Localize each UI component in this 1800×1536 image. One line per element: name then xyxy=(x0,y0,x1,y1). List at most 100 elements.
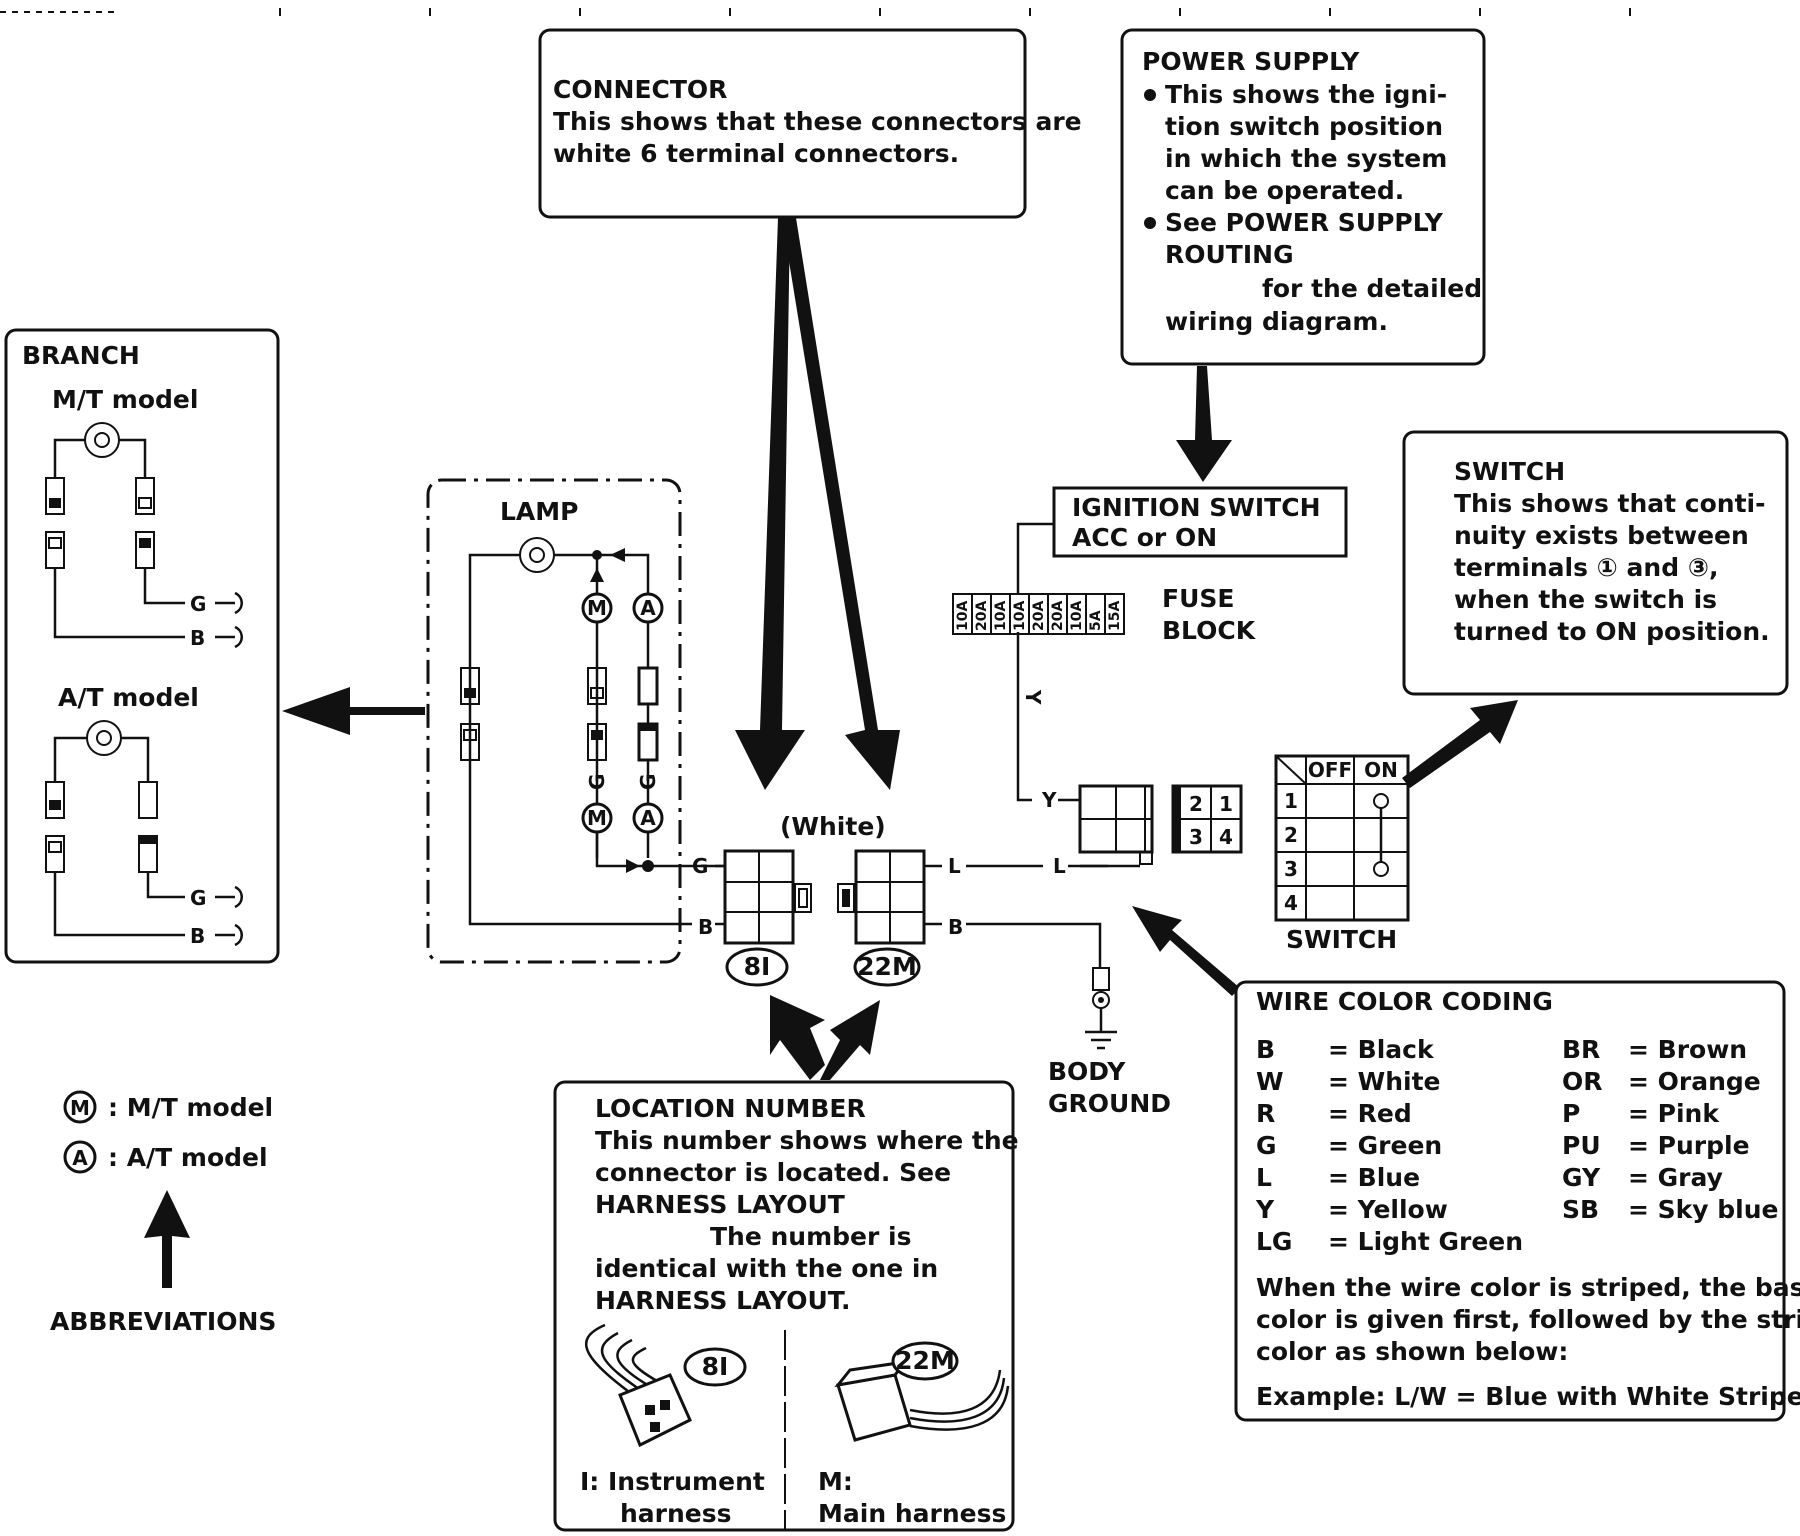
at-model-icon xyxy=(632,592,664,624)
terminal-number: 2 xyxy=(1189,792,1203,816)
branch-box: BRANCH M/T model G B A/T model xyxy=(4,328,280,964)
color-coding-note: color as shown below: xyxy=(1256,1337,1568,1366)
location-id-8i: 8I xyxy=(744,952,771,981)
wire-g-label: G xyxy=(585,774,609,790)
body-ground: BODY GROUND xyxy=(1048,967,1171,1118)
arrow-to-8i xyxy=(735,218,805,790)
fuse-rating: 20A xyxy=(1031,601,1047,631)
switch-callout-line: nuity exists between xyxy=(1454,521,1749,550)
body-ground-line2: GROUND xyxy=(1048,1089,1171,1118)
color-code: LG xyxy=(1256,1227,1292,1256)
abbrev-a-symbol: A xyxy=(72,1146,88,1170)
connector-icon xyxy=(460,667,480,705)
color-code: SB xyxy=(1562,1195,1599,1224)
connector-icon xyxy=(587,723,607,761)
abbrev-m-text: : M/T model xyxy=(108,1093,273,1122)
wire-y-label: Y xyxy=(1021,689,1045,705)
mt-symbol: M xyxy=(587,596,607,620)
abbrev-m-symbol: M xyxy=(70,1096,90,1120)
color-code: R xyxy=(1256,1099,1275,1128)
wire-g-label: G xyxy=(190,886,206,910)
power-supply-line: ROUTING xyxy=(1165,240,1294,269)
location-badge-8i xyxy=(725,947,789,987)
color-name: = Green xyxy=(1328,1131,1442,1160)
mt-model-icon xyxy=(581,592,613,624)
switch-row: 3 xyxy=(1284,857,1298,881)
switch-callout-line: This shows that conti- xyxy=(1454,489,1766,518)
power-supply-callout: POWER SUPPLY This shows the igni- tion s… xyxy=(1120,28,1486,366)
fuse-rating: 10A xyxy=(955,601,971,631)
color-code: B xyxy=(1256,1035,1275,1064)
location-badge-22m xyxy=(891,1341,959,1381)
top-ruler xyxy=(0,8,1631,16)
color-coding-example: Example: L/W = Blue with White Stripe xyxy=(1256,1382,1800,1411)
fuse-rating: 5A xyxy=(1088,610,1104,631)
connector-icon xyxy=(460,723,480,761)
branch-at-label: A/T model xyxy=(58,683,199,712)
fuse-rating: 15A xyxy=(1107,601,1123,631)
color-code: Y xyxy=(1255,1195,1275,1224)
power-supply-line: See POWER SUPPLY xyxy=(1165,208,1444,237)
arrow-to-22m xyxy=(782,218,900,790)
white-label: (White) xyxy=(780,812,886,841)
location-number-box: LOCATION NUMBER This number shows where … xyxy=(553,1080,1019,1532)
switch-callout-title: SWITCH xyxy=(1454,457,1565,486)
switch-callout: SWITCH This shows that conti- nuity exis… xyxy=(1402,430,1789,696)
switch-table: OFF ON 1 2 3 4 SWITCH xyxy=(1274,754,1410,954)
terminal-number: 1 xyxy=(1219,792,1233,816)
color-name: = Purple xyxy=(1628,1131,1750,1160)
power-supply-title: POWER SUPPLY xyxy=(1142,47,1360,76)
abbrev-a-text: : A/T model xyxy=(108,1143,268,1172)
ignition-line1: IGNITION SWITCH xyxy=(1072,493,1321,522)
connector-callout-line: This shows that these connectors are xyxy=(553,107,1082,136)
power-supply-line: can be operated. xyxy=(1165,176,1404,205)
color-name: = Yellow xyxy=(1328,1195,1448,1224)
abbreviations-label: ABBREVIATIONS xyxy=(50,1307,276,1336)
location-line: HARNESS LAYOUT xyxy=(595,1190,845,1219)
at-symbol: A xyxy=(640,596,656,620)
color-name: = Pink xyxy=(1628,1099,1720,1128)
connector-callout: CONNECTOR This shows that these connecto… xyxy=(538,28,1082,219)
color-code: G xyxy=(1256,1131,1277,1160)
switch-callout-line: terminals ① and ③, xyxy=(1454,553,1718,582)
wire-break-icon xyxy=(215,591,243,615)
fuse-rating: 10A xyxy=(1012,601,1028,631)
power-supply-line: wiring diagram. xyxy=(1165,307,1388,336)
power-supply-line: for the detailed xyxy=(1262,274,1482,303)
abbreviations: M : M/T model A : A/T model ABBREVIATION… xyxy=(50,1090,276,1336)
wire-break-icon xyxy=(215,923,243,947)
color-name: = Sky blue xyxy=(1628,1195,1779,1224)
color-name: = Brown xyxy=(1628,1035,1747,1064)
connector-icon xyxy=(45,477,65,515)
color-code: BR xyxy=(1562,1035,1600,1064)
switch-col-off: OFF xyxy=(1308,758,1352,782)
color-code: OR xyxy=(1562,1067,1603,1096)
bullet-icon xyxy=(1144,89,1156,101)
switch-row: 2 xyxy=(1284,823,1298,847)
location-badge-22m xyxy=(853,947,921,987)
color-coding-title: WIRE COLOR CODING xyxy=(1256,987,1553,1016)
switch-connector: L 2 1 3 4 xyxy=(1053,784,1243,878)
connector-icon xyxy=(587,667,607,705)
power-supply-line: tion switch position xyxy=(1165,112,1443,141)
switch-row: 4 xyxy=(1284,891,1298,915)
color-name: = Red xyxy=(1328,1099,1412,1128)
arrow-to-switch-callout xyxy=(1402,700,1518,788)
fuse-block-line1: FUSE xyxy=(1162,584,1234,613)
color-code: GY xyxy=(1562,1163,1601,1192)
location-line: This number shows where the xyxy=(595,1126,1019,1155)
body-ground-line1: BODY xyxy=(1048,1057,1126,1086)
arrow-to-abbreviations xyxy=(144,1190,190,1288)
wire-g-label: G xyxy=(692,854,708,878)
instrument-caption: harness xyxy=(620,1499,732,1528)
terminal-number: 3 xyxy=(1189,825,1203,849)
wire-l-label: L xyxy=(948,854,961,878)
color-coding-note: color is given first, followed by the st… xyxy=(1256,1305,1800,1334)
branch-title: BRANCH xyxy=(22,341,140,370)
connector-icon xyxy=(637,666,659,706)
connector-callout-title: CONNECTOR xyxy=(553,75,727,104)
ignition-line2: ACC or ON xyxy=(1072,523,1217,552)
location-badge-8i xyxy=(683,1347,747,1387)
